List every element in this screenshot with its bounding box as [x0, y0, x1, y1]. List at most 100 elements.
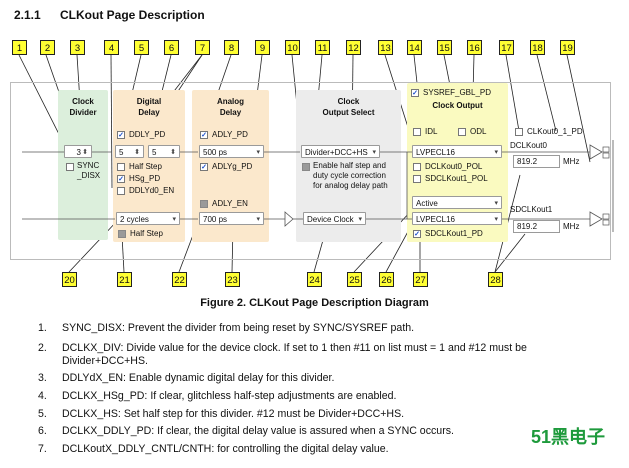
- chevron-down-icon: ▾: [494, 216, 498, 223]
- list-text: DCLKX_DIV: Divide value for the device c…: [62, 342, 527, 354]
- list-index: 7.: [38, 443, 47, 455]
- ddly-pd-checkbox[interactable]: ✓: [117, 131, 125, 139]
- callout-7: 7: [195, 40, 210, 55]
- adly-en-checkbox[interactable]: [200, 200, 208, 208]
- callout-14: 14: [407, 40, 422, 55]
- sdclkout1-pol-checkbox[interactable]: [413, 175, 421, 183]
- callout-19: 19: [560, 40, 575, 55]
- callout-6: 6: [164, 40, 179, 55]
- ddlyd0-en-checkbox[interactable]: [117, 187, 125, 195]
- section-heading: 2.1.1 CLKout Page Description: [14, 8, 205, 22]
- callout-23: 23: [225, 272, 240, 287]
- chevron-down-icon: ▾: [256, 216, 260, 223]
- dclkout0-pol-label: DCLKout0_POL: [425, 162, 483, 171]
- chevron-down-icon: ▾: [358, 216, 362, 223]
- list-index: 3.: [38, 372, 47, 384]
- dclkout0-mhz-label: MHz: [563, 157, 580, 166]
- spinner-icon: ⬍: [134, 149, 140, 156]
- callout-22: 22: [172, 272, 187, 287]
- list-item: 4.DCLKX_HSg_PD: If clear, glitchless hal…: [38, 390, 618, 403]
- callout-1: 1: [12, 40, 27, 55]
- half-step-label: Half Step: [129, 162, 162, 171]
- sync-disx-checkbox[interactable]: [66, 163, 74, 171]
- figure-caption: Figure 2. CLKout Page Description Diagra…: [200, 297, 429, 309]
- chevron-down-icon: ▾: [494, 200, 498, 207]
- list-text: DDLYdX_EN: Enable dynamic digital delay …: [62, 372, 335, 384]
- sync-disx-label: SYNC _DISX: [77, 161, 101, 180]
- list-item: 2.DCLKX_DIV: Divide value for the device…: [38, 342, 618, 368]
- sdclkout1-mhz-label: MHz: [563, 222, 580, 231]
- digital-delay-cycles-value: 2 cycles: [120, 215, 149, 224]
- sdclkout1-pd-checkbox[interactable]: ✓: [413, 230, 421, 238]
- device-clock-select[interactable]: Device Clock ▾: [303, 212, 366, 225]
- dclkout0-freq-field[interactable]: 819.2: [513, 155, 560, 168]
- sdclkout1-pol-label: SDCLKout1_POL: [425, 174, 488, 183]
- callout-10: 10: [285, 40, 300, 55]
- adlyg-pd-label: ADLYg_PD: [212, 162, 253, 171]
- list-index: 6.: [38, 425, 47, 437]
- half-step-2-label: Half Step: [130, 229, 163, 238]
- clkout0-1-pd-label: CLKout0_1_PD: [527, 127, 583, 136]
- lvpecl-top-select[interactable]: LVPECL16▾: [412, 145, 502, 158]
- callout-12: 12: [346, 40, 361, 55]
- list-text: DCLKoutX_DDLY_CNTL/CNTH: for controlling…: [62, 443, 389, 455]
- digital-delay-cycles-select[interactable]: 2 cycles ▾: [116, 212, 180, 225]
- adly-en-label: ADLY_EN: [212, 199, 248, 208]
- callout-24: 24: [307, 272, 322, 287]
- output-select-value: Divider+DCC+HS: [305, 148, 368, 157]
- sdclkout1-freq-field[interactable]: 819.2: [513, 220, 560, 233]
- enable-half-step-checkbox[interactable]: [302, 163, 310, 171]
- digital-delay-b-value: 5: [152, 148, 157, 157]
- callout-13: 13: [378, 40, 393, 55]
- active-select[interactable]: Active ▾: [412, 196, 502, 209]
- chevron-down-icon: ▾: [256, 149, 260, 156]
- active-value: Active: [416, 199, 438, 208]
- dclkout0-pol-checkbox[interactable]: [413, 163, 421, 171]
- watermark-logo: 51黑电子: [531, 427, 606, 447]
- ddlyd0-en-label: DDLYd0_EN: [129, 186, 175, 195]
- clkout0-1-pd-checkbox[interactable]: [515, 128, 523, 136]
- callout-26: 26: [379, 272, 394, 287]
- callout-27: 27: [413, 272, 428, 287]
- divider-value-input[interactable]: 3⬍: [64, 145, 92, 158]
- sysref-gbl-pd-checkbox[interactable]: ✓: [411, 89, 419, 97]
- list-index: 1.: [38, 322, 47, 334]
- chevron-down-icon: ▾: [172, 216, 176, 223]
- clock-output-title: Clock Output: [432, 101, 483, 110]
- digital-delay-b-select[interactable]: 5⬍: [148, 145, 180, 158]
- callout-18: 18: [530, 40, 545, 55]
- sysref-gbl-pd-label: SYSREF_GBL_PD: [423, 88, 492, 97]
- callout-3: 3: [70, 40, 85, 55]
- half-step-2-checkbox[interactable]: [118, 230, 126, 238]
- callout-25: 25: [347, 272, 362, 287]
- adly-pd-label: ADLY_PD: [212, 130, 248, 139]
- idl-checkbox[interactable]: [413, 128, 421, 136]
- lvpecl-bottom-select[interactable]: LVPECL16▾: [412, 212, 502, 225]
- adly-pd-checkbox[interactable]: ✓: [200, 131, 208, 139]
- output-select-dropdown[interactable]: Divider+DCC+HS ▾: [301, 145, 380, 158]
- list-text: DCLKX_HS: Set half step for this divider…: [62, 408, 405, 420]
- section-title: CLKout Page Description: [60, 8, 205, 22]
- half-step-checkbox[interactable]: [117, 163, 125, 171]
- callout-16: 16: [467, 40, 482, 55]
- hsg-pd-checkbox[interactable]: ✓: [117, 175, 125, 183]
- section-number: 2.1.1: [14, 8, 41, 22]
- idl-label: IDL: [425, 127, 438, 136]
- callout-15: 15: [437, 40, 452, 55]
- digital-delay-a-select[interactable]: 5⬍: [115, 145, 144, 158]
- chevron-down-icon: ▾: [372, 149, 376, 156]
- callout-20: 20: [62, 272, 77, 287]
- hsg-pd-label: HSg_PD: [129, 174, 161, 183]
- analog-delay-2-select[interactable]: 700 ps ▾: [199, 212, 264, 225]
- list-index: 5.: [38, 408, 47, 420]
- list-text: SYNC_DISX: Prevent the divider from bein…: [62, 322, 415, 334]
- odl-checkbox[interactable]: [458, 128, 466, 136]
- clock-divider-title: Clock Divider: [69, 97, 97, 117]
- callout-9: 9: [255, 40, 270, 55]
- device-clock-value: Device Clock: [307, 215, 354, 224]
- adlyg-pd-checkbox[interactable]: ✓: [200, 163, 208, 171]
- analog-delay-2-value: 700 ps: [203, 215, 228, 224]
- digital-delay-title: Digital Delay: [136, 97, 162, 117]
- analog-delay-select[interactable]: 500 ps▾: [199, 145, 264, 158]
- spinner-icon: ⬍: [170, 149, 176, 156]
